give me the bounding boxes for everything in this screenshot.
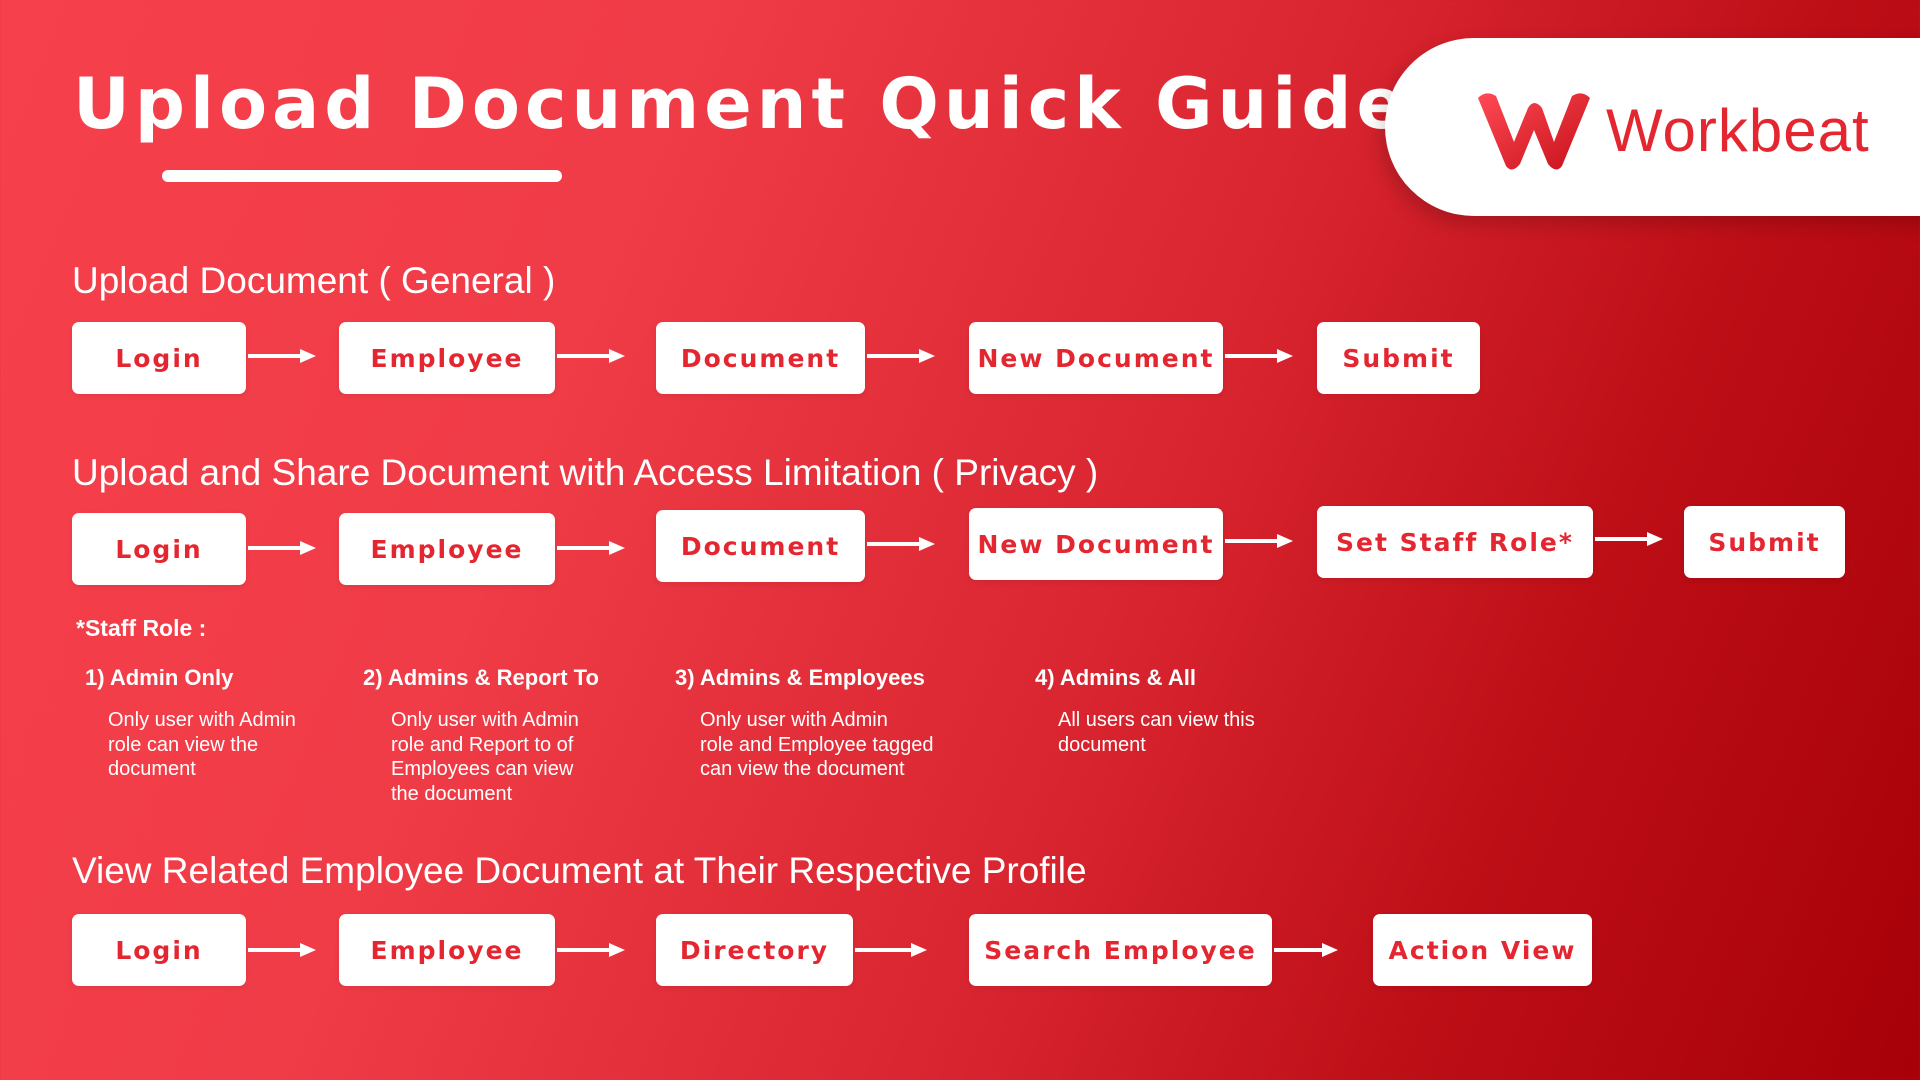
role-description-line: the document [391, 782, 513, 805]
step-login[interactable]: Login [72, 513, 246, 585]
logo-text: Workbeat [1606, 97, 1870, 164]
arrow-right-icon [248, 349, 316, 363]
role-description-line: All users can view this [1058, 709, 1255, 731]
role-description: Only user with Admin role and Report to … [391, 708, 661, 806]
role-description-line: can view the document [700, 758, 905, 780]
role-description-line: role and Employee tagged [700, 733, 934, 756]
step-directory[interactable]: Directory [656, 914, 853, 986]
step-action-view[interactable]: Action View [1373, 914, 1592, 986]
arrow-right-icon [855, 943, 927, 957]
staff-role-admins-report-to: 2) Admins & Report To [363, 665, 599, 691]
role-description-line: Only user with Admin [108, 709, 296, 731]
step-employee[interactable]: Employee [339, 513, 555, 585]
step-document[interactable]: Document [656, 322, 865, 394]
arrow-right-icon [248, 541, 316, 555]
role-description: Only user with Admin role can view the d… [108, 708, 368, 782]
role-description: All users can view this document [1058, 708, 1338, 757]
step-document[interactable]: Document [656, 510, 865, 582]
staff-role-admins-all: 4) Admins & All [1035, 665, 1196, 691]
staff-role-admins-employees: 3) Admins & Employees [675, 665, 925, 691]
arrow-right-icon [248, 943, 316, 957]
staff-role-admin-only: 1) Admin Only [85, 665, 233, 691]
role-title: 3) Admins & Employees [675, 665, 925, 690]
logo-card [1385, 38, 1920, 216]
role-title: 1) Admin Only [85, 665, 234, 690]
arrow-right-icon [557, 541, 625, 555]
arrow-right-icon [867, 349, 935, 363]
role-description-line: role and Report to of [391, 733, 574, 756]
role-description-line: role can view the [108, 733, 259, 756]
section-title-privacy: Upload and Share Document with Access Li… [72, 452, 1099, 493]
step-login[interactable]: Login [72, 914, 246, 986]
step-login[interactable]: Login [72, 322, 246, 394]
role-description-line: Only user with Admin [700, 709, 888, 731]
staff-role-heading: *Staff Role : [76, 615, 207, 641]
workbeat-w-logo-icon [1478, 93, 1590, 170]
page-title: Upload Document Quick Guide [73, 63, 1409, 145]
title-underline [162, 170, 562, 182]
role-description-line: document [108, 758, 196, 780]
role-title: 4) Admins & All [1035, 665, 1196, 690]
step-new-document[interactable]: New Document [969, 508, 1223, 580]
section-title-general: Upload Document ( General ) [72, 260, 556, 301]
step-new-document[interactable]: New Document [969, 322, 1223, 394]
role-description-line: Employees can view [391, 758, 574, 780]
role-description-line: Only user with Admin [391, 709, 579, 731]
role-title: 2) Admins & Report To [363, 665, 599, 690]
arrow-right-icon [557, 943, 625, 957]
role-description: Only user with Admin role and Employee t… [700, 708, 1000, 782]
arrow-right-icon [1225, 534, 1293, 548]
step-search-employee[interactable]: Search Employee [969, 914, 1272, 986]
arrow-right-icon [557, 349, 625, 363]
section-title-view-profile: View Related Employee Document at Their … [72, 850, 1087, 891]
step-employee[interactable]: Employee [339, 914, 555, 986]
step-submit[interactable]: Submit [1317, 322, 1480, 394]
arrow-right-icon [1595, 532, 1663, 546]
arrow-right-icon [1225, 349, 1293, 363]
arrow-right-icon [867, 537, 935, 551]
role-description-line: document [1058, 733, 1146, 756]
arrow-right-icon [1274, 943, 1338, 957]
step-employee[interactable]: Employee [339, 322, 555, 394]
step-submit[interactable]: Submit [1684, 506, 1845, 578]
step-set-staff-role[interactable]: Set Staff Role* [1317, 506, 1593, 578]
